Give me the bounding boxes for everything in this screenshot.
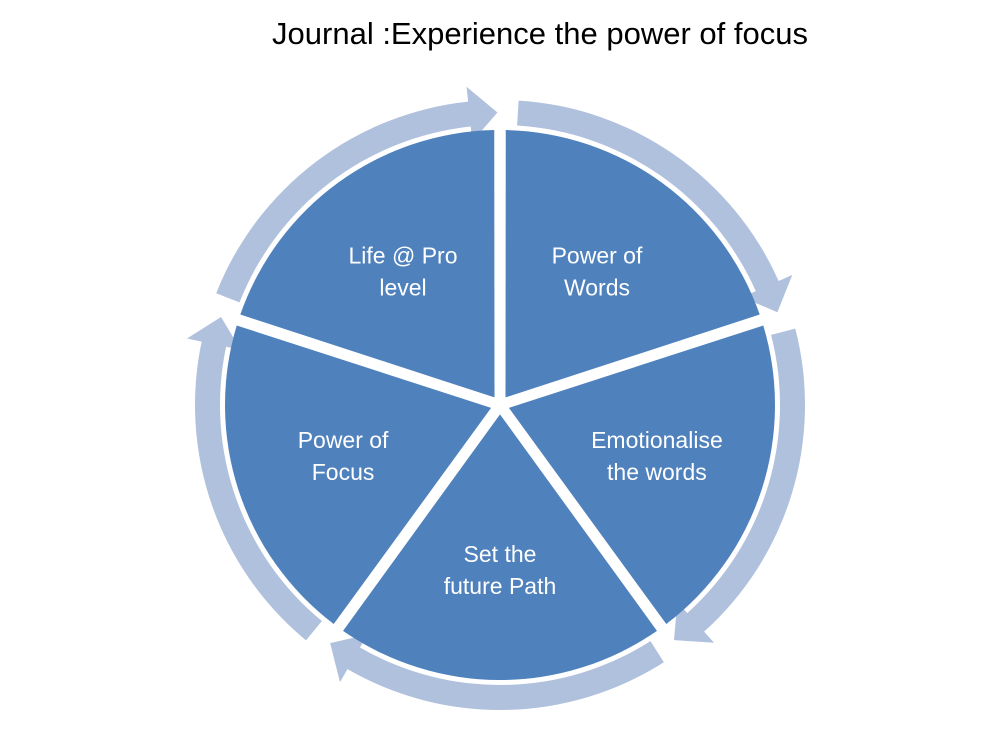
cycle-arrow-4 xyxy=(186,317,322,641)
cycle-segment-label-line: Words xyxy=(564,275,630,301)
cycle-segment-label-line: Emotionalise xyxy=(591,427,723,453)
cycle-segment-label-3: Set the future Path xyxy=(444,541,557,599)
cycle-segment-label-4: Power of Focus xyxy=(298,427,389,485)
cycle-arrows xyxy=(186,86,806,711)
cycle-segment-1 xyxy=(505,130,760,398)
cycle-segment-label-line: level xyxy=(379,275,426,301)
cycle-segment-label-line: Power of xyxy=(552,243,643,269)
cycle-segment-label-line: future Path xyxy=(444,573,557,599)
cycle-arrow-5 xyxy=(216,86,498,303)
cycle-arrow-2 xyxy=(673,328,806,643)
cycle-segment-2 xyxy=(508,325,775,625)
cycle-arrow-1 xyxy=(517,100,793,313)
cycle-arrow-3 xyxy=(330,634,664,711)
cycle-segment-label-line: Set the xyxy=(464,541,537,567)
cycle-segment-label-line: Life @ Pro xyxy=(349,243,458,269)
cycle-segment-5 xyxy=(240,130,495,398)
cycle-segment-3 xyxy=(343,414,657,681)
page-title: Journal :Experience the power of focus xyxy=(272,16,808,51)
cycle-segment-label-1: Power of Words xyxy=(552,243,643,301)
cycle-segment-label-line: Focus xyxy=(312,459,375,485)
cycle-segment-label-line: Power of xyxy=(298,427,389,453)
cycle-segment-label-2: Emotionalise the words xyxy=(591,427,723,485)
cycle-segment-label-line: the words xyxy=(607,459,707,485)
cycle-segment-4 xyxy=(225,325,492,625)
cycle-segment-label-5: Life @ Pro level xyxy=(349,243,458,301)
cycle-segments xyxy=(225,130,775,681)
